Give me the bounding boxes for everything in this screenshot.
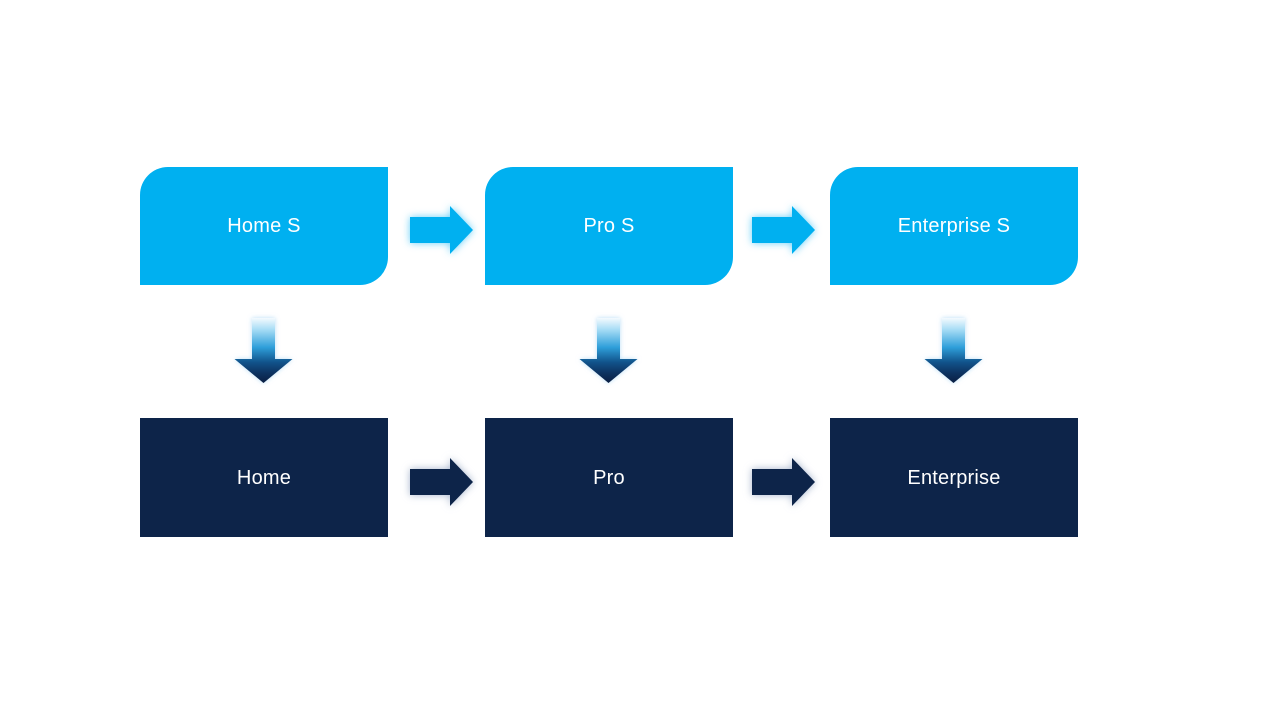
node-enterprise: Enterprise <box>830 418 1078 537</box>
right-arrow-icon <box>410 458 473 506</box>
node-label: Pro <box>593 466 625 489</box>
node-pro-s: Pro S <box>485 167 733 285</box>
down-arrow-icon <box>924 318 983 383</box>
node-enterprise-s: Enterprise S <box>830 167 1078 285</box>
node-label: Pro S <box>583 215 635 237</box>
node-label: Home S <box>227 215 301 237</box>
node-label: Home <box>236 466 292 489</box>
right-arrow-icon <box>410 206 473 254</box>
node-pro: Pro <box>485 418 733 537</box>
node-home-s: Home S <box>140 167 388 285</box>
right-arrow-icon <box>752 458 815 506</box>
down-arrow-icon <box>579 318 638 383</box>
down-arrow-icon <box>234 318 293 383</box>
node-label: Enterprise <box>907 466 1001 489</box>
node-label: Enterprise S <box>897 215 1011 237</box>
node-home: Home <box>140 418 388 537</box>
right-arrow-icon <box>752 206 815 254</box>
